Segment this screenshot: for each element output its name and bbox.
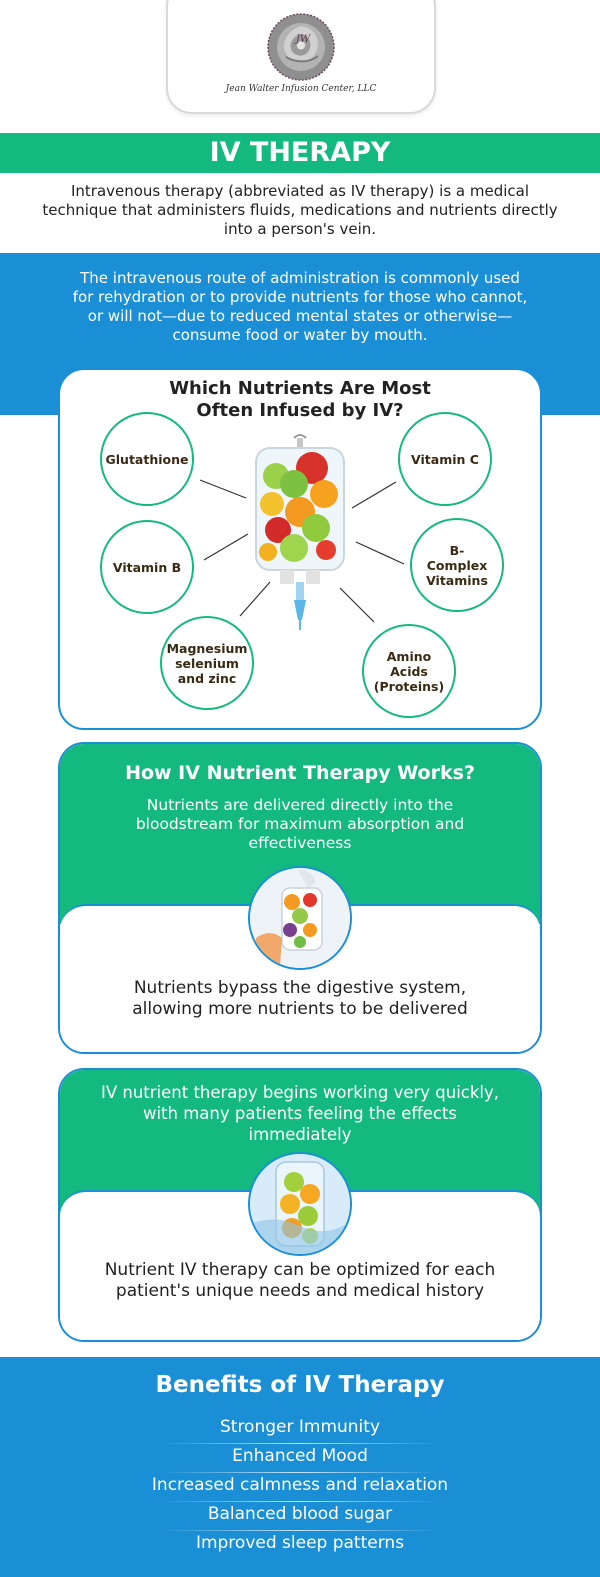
benefits-section: Benefits of IV Therapy Stronger Immunity… (0, 1357, 600, 1577)
quick-top-text: IV nutrient therapy begins working very … (100, 1083, 500, 1144)
benefit-divider (160, 1530, 440, 1531)
benefit-item: Improved sleep patterns (195, 1533, 405, 1553)
benefit-divider (160, 1443, 440, 1444)
benefit-divider (160, 1472, 440, 1473)
nutrient-amino-acids: Amino Acids (Proteins) (362, 624, 456, 718)
nutrients-card: Which Nutrients Are Most Often Infused b… (58, 368, 542, 730)
connector-line (199, 479, 247, 499)
quick-bottom-text: Nutrient IV therapy can be optimized for… (104, 1260, 496, 1301)
logo-text: Jean Walter Infusion Center, LLC (225, 84, 377, 94)
benefit-item: Increased calmness and relaxation (151, 1475, 449, 1495)
works-title: How IV Nutrient Therapy Works? (125, 762, 475, 784)
nutrient-vitamin-c: Vitamin C (398, 412, 492, 506)
connector-line (203, 533, 249, 561)
iv-bag-hand-photo (248, 866, 352, 970)
intro-text: Intravenous therapy (abbreviated as IV t… (42, 182, 558, 238)
rose-logo-icon (266, 12, 336, 82)
nutrients-title-line1: Which Nutrients Are Most (169, 378, 431, 399)
citrus-bag-photo (248, 1152, 352, 1256)
nutrient-glutathione: Glutathione (100, 412, 194, 506)
benefit-item: Stronger Immunity (219, 1417, 381, 1437)
works-top-text: Nutrients are delivered directly into th… (135, 796, 465, 852)
nutrient-vitamin-b: Vitamin B (100, 520, 194, 614)
logo-card: JW Jean Walter Infusion Center, LLC (166, 0, 436, 114)
nutrients-title: Which Nutrients Are Most Often Infused b… (60, 378, 540, 422)
works-card: How IV Nutrient Therapy Works? Nutrients… (58, 742, 542, 1054)
nutrient-magnesium-selenium-zinc: Magnesium selenium and zinc (160, 616, 254, 710)
nutrient-b-complex: B-Complex Vitamins (410, 518, 504, 612)
route-text: The intravenous route of administration … (72, 269, 528, 344)
quick-card: IV nutrient therapy begins working very … (58, 1068, 542, 1342)
connector-line (339, 587, 375, 623)
benefit-item: Enhanced Mood (232, 1446, 368, 1466)
connector-lines (199, 479, 405, 623)
benefit-item: Balanced blood sugar (207, 1504, 393, 1524)
connector-line (355, 541, 405, 565)
benefit-divider (160, 1501, 440, 1502)
iv-bag-fruit-icon (250, 432, 350, 632)
benefits-title: Benefits of IV Therapy (155, 1372, 445, 1398)
works-bottom-text: Nutrients bypass the digestive system, a… (132, 978, 468, 1019)
connector-line (239, 581, 271, 617)
page-title: IV THERAPY (0, 133, 600, 173)
nutrients-title-line2: Often Infused by IV? (196, 400, 404, 421)
logo-monogram: JW (295, 34, 311, 45)
connector-line (351, 481, 397, 509)
